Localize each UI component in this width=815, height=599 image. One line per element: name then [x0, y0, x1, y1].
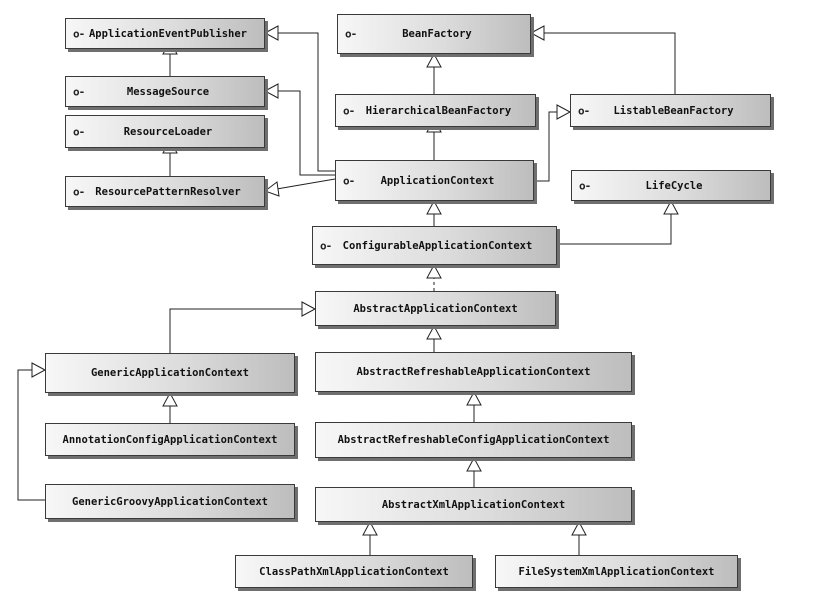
interface-icon: o-: [343, 104, 355, 117]
node-label: BeanFactory: [402, 28, 472, 40]
node-configurable-application-context[interactable]: o- ConfigurableApplicationContext: [312, 226, 557, 265]
node-file-system-xml-application-context[interactable]: FileSystemXmlApplicationContext: [495, 555, 738, 588]
interface-icon: o-: [579, 179, 591, 192]
arrowhead-abstract-bottom: [426, 324, 442, 340]
arrowhead-refreshable-config: [466, 456, 482, 472]
arrowhead-lifecycle: [663, 199, 679, 215]
interface-icon: o-: [73, 185, 85, 198]
edge-listable-to-bean-factory: [538, 32, 676, 94]
node-application-event-publisher[interactable]: o- ApplicationEventPublisher: [65, 18, 265, 49]
node-label: AbstractApplicationContext: [353, 302, 518, 315]
node-label: FileSystemXmlApplicationContext: [518, 565, 715, 578]
interface-icon: o-: [73, 125, 85, 138]
arrowhead-event-publisher-right: [263, 25, 279, 41]
edge-groovy-to-generic: [17, 369, 45, 501]
node-bean-factory[interactable]: o- BeanFactory: [337, 14, 531, 54]
edge-configurable-to-lifecycle: [557, 208, 672, 245]
node-label: MessageSource: [126, 85, 210, 98]
node-resource-pattern-resolver[interactable]: o- ResourcePatternResolver: [65, 176, 265, 207]
arrowhead-app-context: [426, 199, 442, 215]
arrowhead-generic-left: [31, 362, 47, 378]
interface-icon: o-: [343, 174, 355, 187]
node-label: AbstractRefreshableApplicationContext: [356, 366, 591, 378]
node-resource-loader[interactable]: o- ResourceLoader: [65, 115, 265, 148]
node-hierarchical-bean-factory[interactable]: o- HierarchicalBeanFactory: [335, 94, 536, 127]
node-label: ApplicationEventPublisher: [88, 27, 248, 40]
arrowhead-abstract-left: [301, 301, 317, 317]
interface-icon: o-: [73, 27, 85, 40]
node-message-source[interactable]: o- MessageSource: [65, 76, 265, 107]
node-label: ListableBeanFactory: [613, 104, 734, 117]
node-abstract-xml-application-context[interactable]: AbstractXmlApplicationContext: [315, 487, 632, 522]
arrowhead-pattern-resolver: [263, 181, 280, 197]
node-listable-bean-factory[interactable]: o- ListableBeanFactory: [570, 94, 771, 127]
node-label: ClassPathXmlApplicationContext: [259, 565, 449, 578]
node-label: HierarchicalBeanFactory: [365, 104, 512, 117]
node-label: GenericGroovyApplicationContext: [72, 495, 268, 508]
node-abstract-application-context[interactable]: AbstractApplicationContext: [315, 291, 556, 326]
arrowhead-bean-factory-bottom: [426, 52, 442, 68]
node-label: ConfigurableApplicationContext: [342, 239, 533, 252]
node-label: AnnotationConfigApplicationContext: [62, 433, 278, 446]
node-generic-application-context[interactable]: GenericApplicationContext: [45, 353, 295, 393]
interface-icon: o-: [73, 85, 85, 98]
node-label: LifeCycle: [645, 179, 703, 192]
node-label: AbstractRefreshableConfigApplicationCont…: [337, 434, 610, 446]
arrowhead-refreshable: [466, 390, 482, 406]
node-application-context[interactable]: o- ApplicationContext: [335, 160, 534, 201]
interface-icon: o-: [320, 239, 332, 252]
arrowhead-message-source: [263, 83, 279, 99]
arrowhead-generic-bottom: [162, 391, 178, 407]
node-label: ResourcePatternResolver: [95, 185, 241, 198]
edge-app-context-to-listable: [534, 111, 570, 182]
arrowhead-bean-factory-right: [529, 25, 545, 41]
node-class-path-xml-application-context[interactable]: ClassPathXmlApplicationContext: [235, 555, 473, 588]
edge-generic-to-abstract: [169, 308, 315, 353]
node-generic-groovy-application-context[interactable]: GenericGroovyApplicationContext: [45, 484, 295, 519]
edge-app-context-to-message-source: [265, 90, 335, 176]
arrowhead-listable: [556, 104, 572, 120]
node-label: GenericApplicationContext: [90, 367, 250, 379]
node-abstract-refreshable-config-application-context[interactable]: AbstractRefreshableConfigApplicationCont…: [315, 422, 632, 458]
arrowhead-configurable: [426, 263, 442, 279]
arrowhead-xml-left: [362, 520, 378, 536]
interface-icon: o-: [345, 27, 357, 41]
edge-app-context-to-event-publisher: [265, 32, 335, 172]
node-label: ResourceLoader: [123, 125, 213, 138]
arrowhead-xml-right: [571, 520, 587, 536]
interface-icon: o-: [578, 104, 590, 117]
node-lifecycle[interactable]: o- LifeCycle: [571, 170, 771, 201]
node-abstract-refreshable-application-context[interactable]: AbstractRefreshableApplicationContext: [315, 352, 632, 392]
node-annotation-config-application-context[interactable]: AnnotationConfigApplicationContext: [45, 423, 295, 456]
node-label: ApplicationContext: [380, 174, 495, 187]
node-label: AbstractXmlApplicationContext: [381, 498, 566, 511]
